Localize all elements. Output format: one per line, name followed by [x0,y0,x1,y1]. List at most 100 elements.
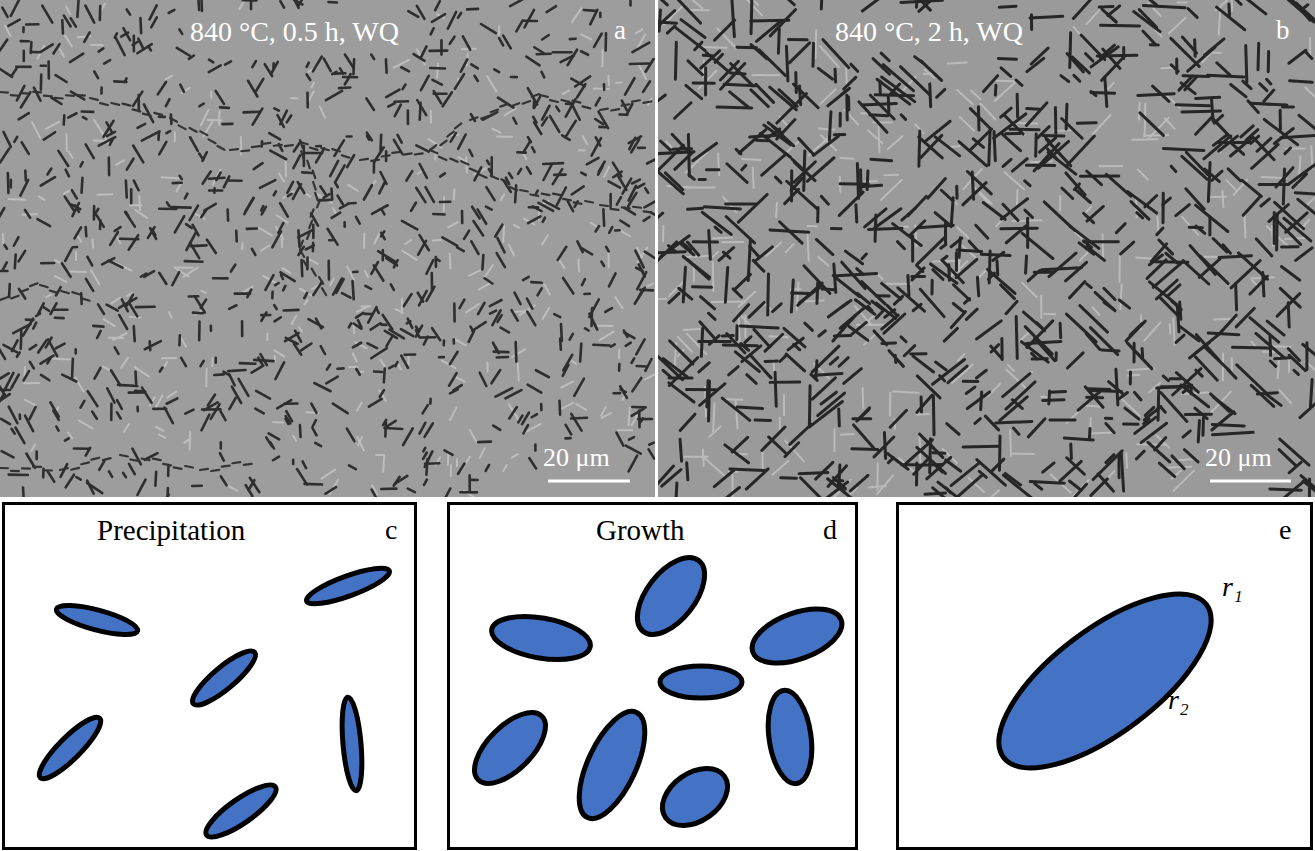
precipitate-trace [285,160,287,176]
precipitate-trace [304,483,322,486]
precipitate-trace [395,105,401,117]
precipitate-trace [448,12,456,29]
grain-boundary [382,155,390,156]
precipitate-trace [1226,180,1236,191]
precipitate-trace [516,21,522,32]
precipitate-trace [686,85,702,98]
precipitate-trace [571,414,581,431]
precipitate-trace [457,247,464,251]
precipitate-trace [135,210,147,218]
precipitate-trace [981,392,982,409]
precipitate-trace [301,344,311,351]
grain-boundary [90,98,98,100]
precipitate-trace [1153,261,1183,287]
precipitate-trace [135,390,145,393]
precipitate-trace [240,362,256,365]
precipitate-trace [363,233,365,248]
precipitate-trace [502,226,505,242]
precipitate-trace [534,122,541,134]
grain-boundary [530,194,538,195]
precipitate-trace [433,239,441,242]
precipitate-trace [291,97,298,99]
grain-boundary [561,100,569,102]
precipitate-trace [144,271,154,277]
precipitate-trace [72,190,77,198]
precipitate-trace [702,450,705,466]
grain-boundary [244,464,252,465]
precipitate-trace [1128,192,1157,213]
grain-boundary [22,92,30,95]
precipitate-trace [1140,113,1163,136]
precipitate-trace [416,330,419,336]
precipitate-trace [888,136,903,149]
precipitate-trace [167,465,170,476]
precipitate-trace [386,90,399,97]
precipitate-trace [22,142,29,154]
precipitate-trace [1067,353,1083,368]
grain-boundary [142,459,150,460]
grain-boundary [72,292,80,294]
precipitate-trace [448,222,458,227]
precipitate-trace [888,458,893,463]
precipitate-trace [166,76,173,80]
precipitate-trace [374,370,382,373]
precipitate-trace [1303,344,1315,364]
precipitate-trace [165,362,168,366]
precipitate-trace [1093,115,1111,134]
precipitate-trace [537,53,551,56]
precipitate-trace [1211,392,1230,413]
precipitate-trace [726,202,758,205]
precipitate-trace [1127,343,1151,369]
precipitate-trace [1025,181,1030,186]
precipitate-trace [813,136,838,155]
precipitate-trace [55,308,68,311]
precipitate-trace [14,137,17,142]
precipitate-trace [1025,327,1052,355]
precipitate-trace [709,426,721,437]
precipitate-trace [887,453,908,469]
grain-boundary [100,103,108,105]
precipitate-trace [659,10,660,31]
precipitate-trace [1173,318,1174,345]
precipitate-trace [293,436,296,441]
precipitate-trace [524,19,537,22]
precipitate-trace [356,369,360,375]
precipitate-trace [542,35,549,39]
precipitate-trace [572,8,581,22]
precipitate-trace [637,184,644,188]
precipitate-trace [669,383,694,402]
precipitate-trace [714,20,734,40]
precipitate-trace [527,312,535,326]
precipitate-trace [339,86,350,89]
precipitate-trace [735,326,738,340]
grain-boundary [319,277,323,284]
precipitate-trace [110,232,118,245]
precipitate-trace [791,280,793,312]
precipitate-trace [1070,282,1085,298]
precipitate-trace [592,138,601,155]
precipitate-trace [585,328,589,330]
precipitate-trace [129,464,135,474]
precipitate-trace [1182,392,1208,394]
precipitate-trace [603,84,606,89]
precipitate-trace [423,405,428,413]
precipitate-trace [22,487,25,497]
precipitate-trace [725,398,742,400]
precipitate-trace [623,179,632,194]
precipitate-trace [658,95,665,103]
precipitate-trace [955,253,958,271]
precipitate-trace [416,145,428,151]
precipitate-trace [981,104,996,119]
precipitate-trace [241,321,244,336]
grain-boundary [120,455,128,456]
precipitate-trace [254,163,263,169]
precipitate-trace [529,458,536,468]
precipitate-trace [658,168,683,194]
precipitate-trace [471,241,478,254]
precipitate-trace [460,300,465,309]
precipitate-trace [532,414,537,417]
precipitate-trace [942,256,947,260]
precipitate-trace [468,475,471,491]
precipitate-trace [1270,361,1275,366]
precipitate-trace [1043,134,1064,137]
